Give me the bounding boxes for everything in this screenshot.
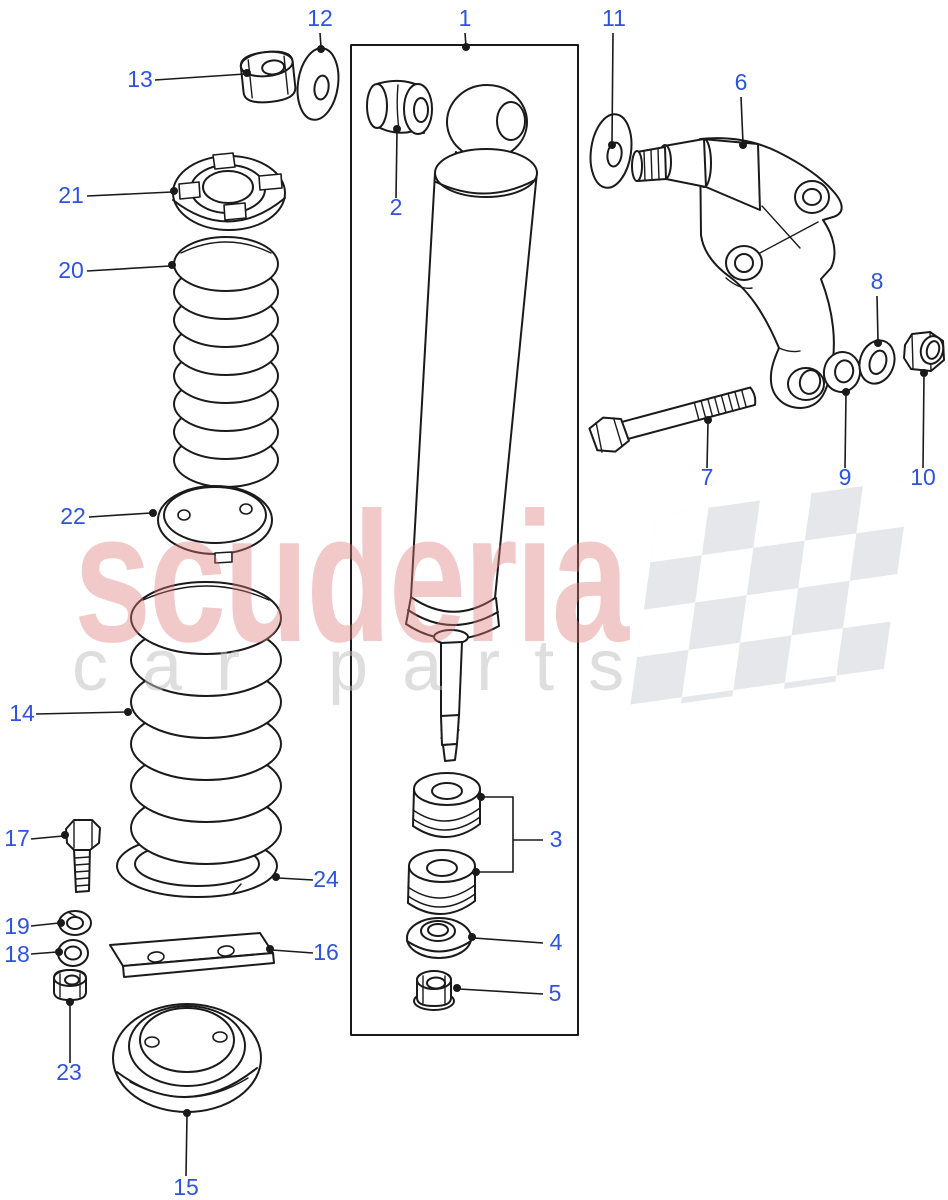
coil-spring-lower — [130, 581, 282, 865]
seat-spring-washer — [58, 910, 92, 936]
callout-9[interactable]: 9 — [839, 388, 852, 490]
callout-10-label[interactable]: 10 — [910, 464, 936, 490]
callout-12[interactable]: 12 — [307, 5, 333, 53]
callout-13-label[interactable]: 13 — [127, 66, 153, 92]
spring-seat-upper — [172, 152, 286, 231]
callout-11-label[interactable]: 11 — [602, 5, 626, 31]
callout-13[interactable]: 13 — [127, 66, 251, 92]
seat-nut — [53, 969, 87, 1001]
callout-23-label[interactable]: 23 — [56, 1059, 82, 1085]
bracket-bolt — [588, 386, 757, 453]
bracket-washer — [589, 113, 633, 189]
callout-19-label[interactable]: 19 — [4, 913, 30, 939]
callout-5-label[interactable]: 5 — [549, 980, 562, 1006]
upper-mount-washer — [296, 47, 340, 121]
bracket-nut — [903, 331, 945, 372]
callout-6-label[interactable]: 6 — [735, 69, 748, 95]
callout-21-label[interactable]: 21 — [58, 182, 84, 208]
callout-20[interactable]: 20 — [58, 257, 176, 283]
callout-17[interactable]: 17 — [4, 825, 69, 851]
callout-15-label[interactable]: 15 — [173, 1174, 199, 1200]
callout-9-label[interactable]: 9 — [839, 464, 852, 490]
callout-5[interactable]: 5 — [453, 980, 561, 1006]
mounting-bracket — [631, 137, 843, 409]
cup-washer — [406, 917, 472, 959]
callout-16[interactable]: 16 — [266, 939, 339, 965]
callout-4-label[interactable]: 4 — [550, 929, 563, 955]
callout-12-label[interactable]: 12 — [307, 5, 333, 31]
callout-1[interactable]: 1 — [459, 5, 472, 51]
seat-bolt — [65, 819, 101, 893]
callout-7[interactable]: 7 — [701, 416, 714, 490]
bracket-lock-washer — [858, 339, 896, 385]
callout-10[interactable]: 10 — [910, 369, 936, 490]
callout-18-label[interactable]: 18 — [4, 941, 30, 967]
callout-14-label[interactable]: 14 — [9, 700, 35, 726]
callout-18[interactable]: 18 — [4, 941, 63, 967]
callout-22-label[interactable]: 22 — [60, 503, 86, 529]
callout-21[interactable]: 21 — [58, 182, 178, 208]
callout-24-label[interactable]: 24 — [313, 866, 339, 892]
callout-3-label[interactable]: 3 — [550, 826, 563, 852]
shock-lower-nut — [413, 970, 455, 1011]
callout-6[interactable]: 6 — [735, 69, 748, 149]
callout-3[interactable]: 3 — [472, 793, 562, 876]
spring-seat-lower — [112, 1003, 262, 1113]
callout-8[interactable]: 8 — [871, 268, 884, 347]
bracket-washer-plain — [822, 351, 862, 393]
callout-22[interactable]: 22 — [60, 503, 157, 529]
callout-20-label[interactable]: 20 — [58, 257, 84, 283]
shock-absorber — [405, 84, 538, 762]
callout-2[interactable]: 2 — [390, 125, 403, 220]
callout-11[interactable]: 11 — [602, 5, 626, 149]
callout-14[interactable]: 14 — [9, 700, 132, 726]
callout-8-label[interactable]: 8 — [871, 268, 884, 294]
packing-plate — [109, 932, 275, 978]
callout-4[interactable]: 4 — [468, 929, 563, 955]
callout-24[interactable]: 24 — [272, 866, 339, 892]
shock-top-bush — [366, 79, 433, 135]
callout-17-label[interactable]: 17 — [4, 825, 30, 851]
upper-mount-nut — [239, 50, 297, 104]
callout-16-label[interactable]: 16 — [313, 939, 339, 965]
spring-plate — [157, 485, 273, 564]
callout-23[interactable]: 23 — [56, 998, 82, 1085]
callout-1-label[interactable]: 1 — [459, 5, 472, 31]
callout-15[interactable]: 15 — [173, 1109, 199, 1200]
callout-2-label[interactable]: 2 — [390, 194, 403, 220]
shock-lower-bush-upper — [412, 772, 481, 838]
coil-spring-upper — [173, 236, 279, 488]
callout-19[interactable]: 19 — [4, 913, 65, 939]
shock-lower-bush-lower — [407, 849, 476, 915]
callout-7-label[interactable]: 7 — [701, 464, 714, 490]
